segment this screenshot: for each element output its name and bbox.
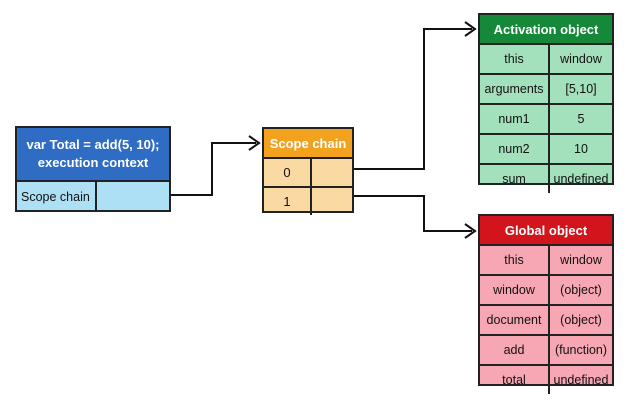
scope-chain-index: 1 bbox=[264, 188, 312, 215]
table-key: total bbox=[480, 366, 550, 394]
activation-object-table: Activation object this window arguments … bbox=[478, 13, 614, 193]
table-row: sum undefined bbox=[480, 163, 612, 193]
arrowhead-global bbox=[464, 223, 477, 239]
table-key: sum bbox=[480, 165, 550, 193]
arrowhead-activation bbox=[464, 21, 477, 37]
table-row: this window bbox=[480, 45, 612, 73]
table-key: document bbox=[480, 306, 550, 334]
scope-chain-index: 0 bbox=[264, 159, 312, 186]
arrowhead-scope-chain bbox=[248, 135, 261, 151]
scope-chain-pointer-cell bbox=[312, 188, 352, 215]
table-key: num1 bbox=[480, 105, 550, 133]
table-key: arguments bbox=[480, 75, 550, 103]
table-value: window bbox=[560, 52, 602, 66]
scope-chain-header: Scope chain bbox=[264, 129, 352, 159]
scope-chain-row: 1 bbox=[264, 186, 352, 215]
table-row: num1 5 bbox=[480, 103, 612, 133]
execution-context-title-line2: execution context bbox=[37, 155, 149, 170]
table-key: add bbox=[480, 336, 550, 364]
table-value: undefined bbox=[553, 373, 609, 387]
table-value: [5,10] bbox=[565, 82, 597, 96]
table-value: window bbox=[560, 253, 602, 267]
table-key: window bbox=[480, 276, 550, 304]
table-row: num2 10 bbox=[480, 133, 612, 163]
table-row: add (function) bbox=[480, 334, 612, 364]
scope-chain-row: 0 bbox=[264, 159, 352, 186]
table-row: this window bbox=[480, 246, 612, 274]
table-value: (function) bbox=[554, 343, 608, 357]
arrow-scope0-to-activation bbox=[330, 28, 472, 170]
table-row: window (object) bbox=[480, 274, 612, 304]
execution-context-pointer-cell bbox=[97, 182, 169, 212]
execution-context-row-label: Scope chain bbox=[17, 182, 97, 212]
global-object-table: Global object this window window (object… bbox=[478, 214, 614, 394]
table-value: undefined bbox=[553, 172, 609, 186]
table-value: (object) bbox=[560, 283, 602, 297]
table-value: 5 bbox=[577, 112, 585, 126]
table-row: total undefined bbox=[480, 364, 612, 394]
global-object-header: Global object bbox=[480, 216, 612, 246]
table-value: 10 bbox=[574, 142, 588, 156]
activation-object-header: Activation object bbox=[480, 15, 612, 45]
execution-context-header: var Total = add(5, 10); execution contex… bbox=[17, 128, 169, 182]
scope-chain-pointer-cell bbox=[312, 159, 352, 186]
table-row: document (object) bbox=[480, 304, 612, 334]
execution-context-row: Scope chain bbox=[17, 182, 169, 212]
table-value: (object) bbox=[560, 313, 602, 327]
execution-context-box: var Total = add(5, 10); execution contex… bbox=[15, 126, 171, 212]
table-key: num2 bbox=[480, 135, 550, 163]
arrow-context-to-scope-chain bbox=[134, 142, 256, 196]
arrow-scope1-to-global bbox=[330, 195, 472, 232]
table-row: arguments [5,10] bbox=[480, 73, 612, 103]
table-key: this bbox=[480, 246, 550, 274]
execution-context-title-line1: var Total = add(5, 10); bbox=[26, 137, 160, 152]
scope-chain-box: Scope chain 0 1 bbox=[262, 127, 354, 215]
table-key: this bbox=[480, 45, 550, 73]
